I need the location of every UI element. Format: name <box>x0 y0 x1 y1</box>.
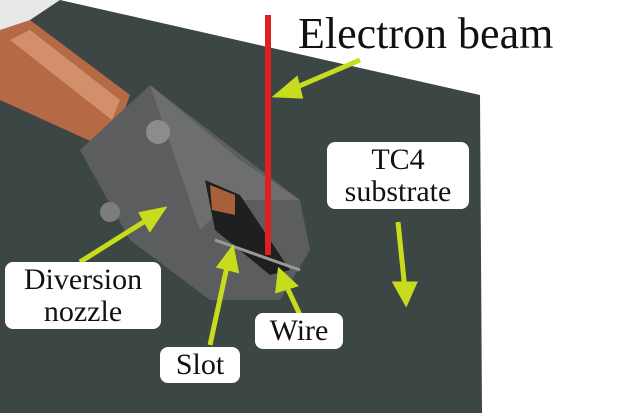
label-line: TC4 <box>371 143 425 176</box>
tc4-substrate-label: TC4 substrate <box>327 142 469 209</box>
screw <box>100 202 120 222</box>
electron-beam-label: Electron beam <box>298 9 554 58</box>
label-line: Diversion <box>23 263 143 296</box>
label-line: nozzle <box>43 294 123 328</box>
wire-label: Wire <box>255 313 343 349</box>
screw <box>146 120 170 144</box>
label-line: substrate <box>344 174 452 208</box>
wire <box>214 238 301 272</box>
electron-beam <box>265 15 271 255</box>
slot-label: Slot <box>160 347 240 383</box>
diversion-nozzle-label: Diversion nozzle <box>5 262 161 329</box>
arrows <box>78 57 418 346</box>
